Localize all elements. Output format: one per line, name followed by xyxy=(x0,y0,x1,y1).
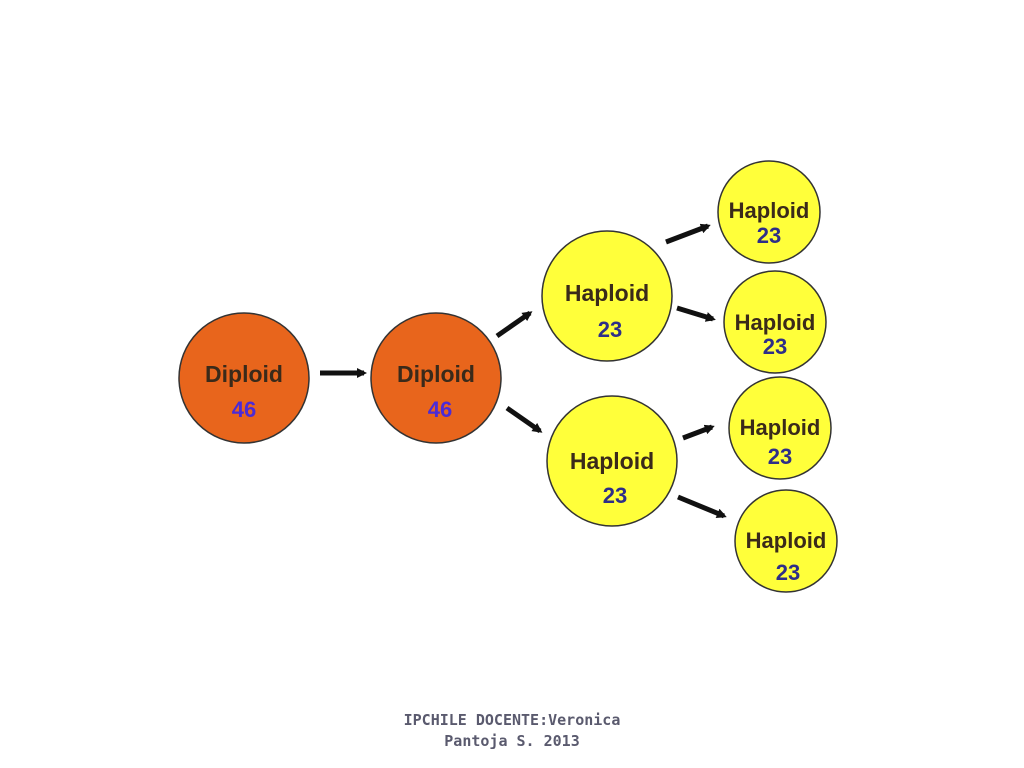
footer-line-1: IPCHILE DOCENTE:Veronica xyxy=(403,711,621,729)
cell-circle xyxy=(717,160,821,264)
arrow-haploid-bottom-to-haploid-3 xyxy=(682,424,715,441)
cell-count: 46 xyxy=(428,397,452,422)
cell-label: Haploid xyxy=(729,198,810,223)
cell-haploid-4: Haploid 23 xyxy=(734,489,838,593)
cell-haploid-bottom: Haploid 23 xyxy=(546,395,678,527)
cell-circle xyxy=(728,376,832,480)
cell-circle xyxy=(178,312,310,444)
footer-line-2: Pantoja S. 2013 xyxy=(444,732,580,750)
cell-count: 23 xyxy=(763,334,787,359)
cell-haploid-3: Haploid 23 xyxy=(728,376,832,480)
cell-diploid-2: Diploid 46 xyxy=(370,312,502,444)
cell-haploid-1: Haploid 23 xyxy=(717,160,821,264)
arrows xyxy=(320,223,727,519)
cell-haploid-top: Haploid 23 xyxy=(541,230,673,362)
cell-count: 23 xyxy=(768,444,792,469)
cell-label: Haploid xyxy=(570,448,654,474)
cell-label: Haploid xyxy=(565,280,649,306)
cell-label: Diploid xyxy=(205,361,283,387)
cell-label: Diploid xyxy=(397,361,475,387)
arrow-haploid-top-to-haploid-1 xyxy=(665,223,711,245)
cell-count: 23 xyxy=(757,223,781,248)
cell-label: Haploid xyxy=(740,415,821,440)
cell-circle xyxy=(734,489,838,593)
cell-circle xyxy=(370,312,502,444)
cell-count: 23 xyxy=(598,317,622,342)
cell-diploid-1: Diploid 46 xyxy=(178,312,310,444)
cell-label: Haploid xyxy=(735,310,816,335)
cell-circle xyxy=(723,270,827,374)
arrow-haploid-bottom-to-haploid-4 xyxy=(677,494,727,519)
cell-circle xyxy=(541,230,673,362)
arrow-diploid-to-haploid-top xyxy=(495,310,533,339)
arrow-haploid-top-to-haploid-2 xyxy=(676,305,716,322)
cell-label: Haploid xyxy=(746,528,827,553)
cell-haploid-2: Haploid 23 xyxy=(723,270,827,374)
cell-count: 46 xyxy=(232,397,256,422)
cell-count: 23 xyxy=(776,560,800,585)
cell-circle xyxy=(546,395,678,527)
slide-footer: IPCHILE DOCENTE:Veronica Pantoja S. 2013 xyxy=(312,710,712,752)
cell-count: 23 xyxy=(603,483,627,508)
arrow-diploid-to-haploid-bottom xyxy=(505,405,543,434)
